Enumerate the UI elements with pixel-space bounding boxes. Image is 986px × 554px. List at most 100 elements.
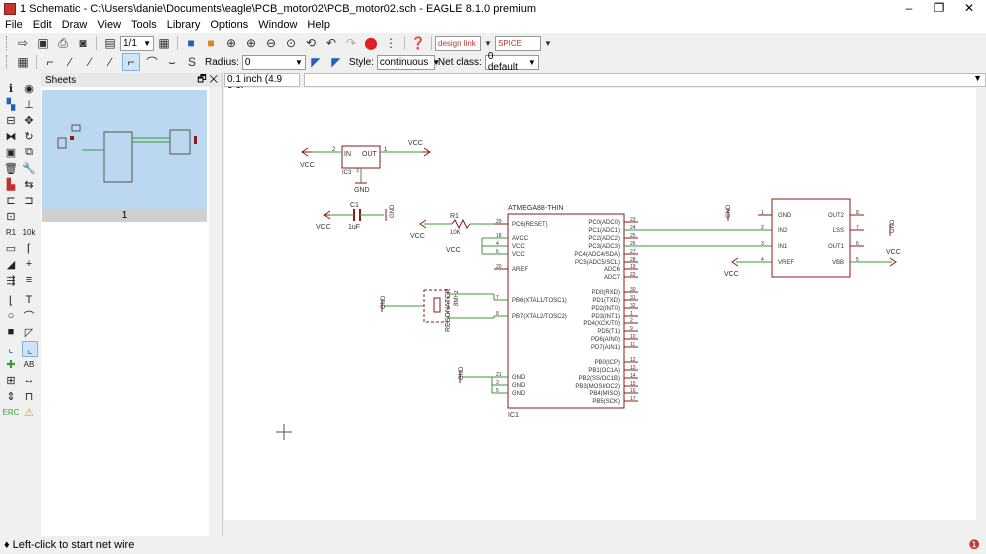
zoom-select-icon[interactable]: ⊙	[285, 36, 297, 50]
wire-bend-4-icon[interactable]: ⌐	[122, 53, 140, 71]
board-switch-icon[interactable]: ■	[207, 36, 215, 50]
radius-input[interactable]: 0▼	[241, 54, 306, 70]
polygon-icon[interactable]: ◸	[24, 326, 34, 339]
delete-icon[interactable]: 🗑	[4, 162, 18, 175]
pinswap-icon[interactable]: ⊡	[6, 210, 16, 223]
net-wire-icon[interactable]: ⌞	[22, 341, 38, 357]
maximize-button[interactable]: ❐	[933, 1, 945, 15]
menu-window[interactable]: Window	[258, 19, 298, 31]
sheet-select[interactable]: 1/1▼	[120, 35, 154, 51]
undo-icon[interactable]: ↶	[325, 36, 337, 50]
errors-icon[interactable]: ⚠	[24, 406, 34, 419]
split-icon[interactable]: ◢	[6, 258, 16, 271]
show-icon[interactable]: ◉	[24, 82, 34, 95]
minimize-button[interactable]: –	[905, 1, 913, 15]
junction-icon[interactable]: ✚	[6, 358, 16, 371]
grid-icon[interactable]: ▦	[17, 55, 29, 69]
wire-bend-1-icon[interactable]: ∕	[68, 55, 71, 69]
module-icon[interactable]: ⊓	[24, 390, 34, 403]
close-button[interactable]: ✕	[963, 1, 975, 15]
resonator[interactable]: RESONATOR 8MHz	[423, 288, 460, 332]
menu-draw[interactable]: Draw	[61, 19, 88, 31]
move-icon[interactable]: ⊟	[6, 114, 16, 127]
optimize-icon[interactable]: ⇶	[6, 274, 16, 287]
schematic-icon[interactable]: ■	[187, 36, 195, 50]
align-icon[interactable]: ≡	[25, 274, 33, 286]
name-icon[interactable]: R1	[5, 227, 17, 237]
sheet-icon[interactable]: ▤	[104, 36, 116, 50]
canvas-vertical-scrollbar[interactable]	[976, 88, 986, 520]
open-icon[interactable]: ⇨	[17, 36, 29, 50]
menu-help[interactable]: Help	[307, 19, 331, 31]
menu-file[interactable]: File	[5, 19, 23, 31]
cam-icon[interactable]: ◙	[79, 36, 87, 50]
line-icon[interactable]: ⌊	[8, 294, 14, 307]
miter-icon[interactable]: ⌈	[26, 242, 32, 255]
help-icon[interactable]: ❓	[410, 36, 426, 50]
slice-icon[interactable]: +	[25, 258, 33, 270]
circle-icon[interactable]: ○	[7, 310, 15, 322]
miter-round-icon[interactable]: ◤	[311, 55, 321, 69]
schematic-canvas[interactable]: IN OUT IC3 2 1 3 VCC VCC GND C1 1uF	[224, 88, 976, 520]
menu-tools[interactable]: Tools	[131, 19, 157, 31]
zoom-out-icon[interactable]: ⊖	[265, 36, 277, 50]
replace-icon[interactable]: ⇆	[24, 178, 34, 191]
net-icon[interactable]: ⌞	[8, 342, 14, 355]
wire-bend-6-icon[interactable]: ⌣	[168, 54, 176, 69]
menu-options[interactable]: Options	[210, 19, 249, 31]
sheet-thumbnail[interactable]	[42, 90, 207, 210]
attribute-icon[interactable]: ⊞	[6, 374, 16, 387]
copy-icon[interactable]: ⧉	[25, 145, 33, 158]
designlink-button[interactable]: design link	[435, 35, 481, 51]
smash-icon[interactable]: ▭	[5, 242, 17, 255]
stop-command-icon[interactable]: ❶	[968, 537, 980, 552]
zoom-in-icon[interactable]: ⊕	[245, 36, 257, 50]
display-icon[interactable]: ▚	[6, 98, 16, 111]
info-icon[interactable]: ℹ	[8, 82, 14, 95]
stop-icon[interactable]: ⬤	[364, 36, 378, 50]
redraw-icon[interactable]: ⟲	[305, 36, 317, 50]
change-icon[interactable]: 🔧	[22, 162, 36, 175]
go-icon[interactable]: ⋮	[385, 36, 397, 50]
print-icon[interactable]: ⎙	[58, 35, 68, 50]
move-arrows-icon[interactable]: ✥	[24, 114, 34, 127]
sheets-controls[interactable]: 🗗 ✕	[197, 73, 218, 85]
mark-icon[interactable]: ⊥	[24, 98, 34, 111]
value-icon[interactable]: 10k	[22, 227, 36, 237]
regulator-ic3[interactable]: IN OUT IC3 2 1 3	[332, 145, 388, 176]
frame-icon[interactable]: ⇕	[6, 390, 16, 403]
spice-dropdown[interactable]: ▼	[544, 38, 552, 48]
wire-bend-5-icon[interactable]: ⌒	[145, 55, 158, 70]
wire-bend-2-icon[interactable]: ∕	[88, 55, 91, 69]
board-icon[interactable]: ▦	[158, 36, 170, 50]
add-icon[interactable]: ▙	[6, 178, 16, 191]
save-icon[interactable]: ▣	[37, 36, 49, 50]
label-icon[interactable]: AB	[23, 359, 35, 369]
menu-library[interactable]: Library	[166, 19, 201, 31]
sheets-scrollbar[interactable]	[209, 87, 222, 536]
designlink-dropdown[interactable]: ▼	[484, 38, 492, 48]
zoom-fit-icon[interactable]: ⊕	[225, 36, 237, 50]
invoke-icon[interactable]: ⊏	[6, 194, 16, 207]
gateswap-icon[interactable]: ⊐	[24, 194, 34, 207]
erc-icon[interactable]: ERC	[2, 407, 20, 417]
wire-bend-3-icon[interactable]: ∕	[108, 55, 111, 69]
arc-icon[interactable]: ⌒	[23, 311, 35, 323]
command-input[interactable]: ▼	[304, 73, 986, 87]
spice-button[interactable]: SPICE	[495, 35, 541, 51]
dimension-icon[interactable]: ↔	[23, 374, 35, 386]
mirror-icon[interactable]: ⧓	[5, 130, 17, 143]
canvas-horizontal-scrollbar[interactable]	[224, 520, 976, 534]
rect-icon[interactable]: ■	[7, 326, 15, 338]
rotate-icon[interactable]: ↻	[24, 130, 34, 143]
redo-icon[interactable]: ↷	[345, 36, 357, 50]
menu-view[interactable]: View	[97, 19, 122, 31]
miter-straight-icon[interactable]: ◤	[331, 55, 341, 69]
wire-bend-0-icon[interactable]: ⌐	[46, 55, 54, 69]
group-icon[interactable]: ▣	[5, 146, 17, 159]
text-icon[interactable]: T	[25, 294, 33, 306]
wire-bend-7-icon[interactable]: S	[187, 55, 196, 69]
menu-edit[interactable]: Edit	[32, 19, 52, 31]
netclass-select[interactable]: 0 default▼	[484, 51, 539, 73]
capacitor-c1[interactable]: C1 1uF	[348, 202, 361, 231]
